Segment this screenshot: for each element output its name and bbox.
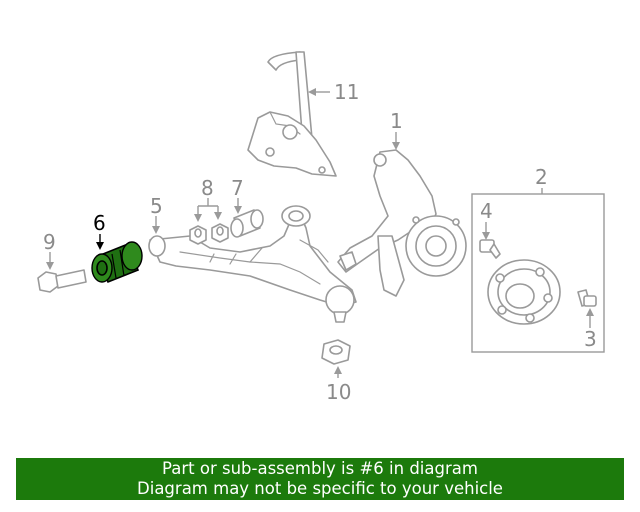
callout-4[interactable]: 4 <box>480 199 493 223</box>
part-8-nuts[interactable] <box>189 223 229 245</box>
part-2-group-box <box>471 193 605 353</box>
callout-8[interactable]: 8 <box>201 176 214 200</box>
callout-1[interactable]: 1 <box>390 109 403 133</box>
callout-11[interactable]: 11 <box>334 80 359 104</box>
part-5-lower-arm[interactable] <box>148 205 357 323</box>
callout-5[interactable]: 5 <box>150 194 163 218</box>
part-3-bolt[interactable] <box>577 289 597 307</box>
callout-6-highlighted[interactable]: 6 <box>93 211 106 235</box>
callout-7[interactable]: 7 <box>231 176 244 200</box>
parts-diagram: 11 1 2 4 3 5 7 8 9 10 6 <box>37 51 605 404</box>
part-9-bolt[interactable] <box>37 269 87 293</box>
callout-10[interactable]: 10 <box>326 380 351 404</box>
callout-3[interactable]: 3 <box>584 327 597 351</box>
leader-lines <box>46 88 594 378</box>
banner-line-part-number: Part or sub-assembly is #6 in diagram <box>162 459 478 478</box>
part-2-hub-assembly[interactable] <box>471 193 605 353</box>
part-7-bushing[interactable] <box>230 209 264 238</box>
part-6-bushing-highlighted[interactable] <box>91 241 143 284</box>
info-banner: Part or sub-assembly is #6 in diagram Di… <box>16 458 624 500</box>
part-10-nut[interactable] <box>321 339 351 365</box>
callout-2[interactable]: 2 <box>535 165 548 189</box>
callout-labels: 11 1 2 4 3 5 7 8 9 10 6 <box>43 80 597 404</box>
part-4-hub-bolt[interactable] <box>479 239 501 259</box>
callout-9[interactable]: 9 <box>43 230 56 254</box>
banner-line-disclaimer: Diagram may not be specific to your vehi… <box>137 479 503 498</box>
part-11-shield[interactable] <box>247 51 337 177</box>
part-1-knuckle[interactable] <box>337 149 467 297</box>
